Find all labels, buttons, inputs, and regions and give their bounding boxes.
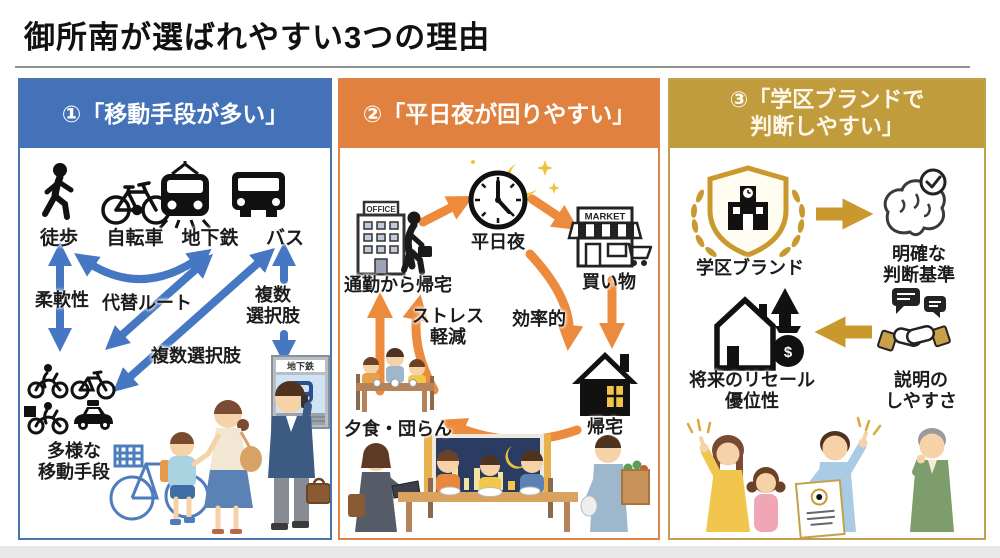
brand-dad [794,416,882,538]
handshake-icon [877,288,951,352]
panel-brand-title: ③「学区ブランドで 判断しやすい」 [729,87,925,139]
commute-label: 通勤から帰宅 [344,275,452,295]
mode-label-bus: バス [265,228,305,249]
panel-weeknight-body: OFFICE [340,148,658,538]
market-icon: MARKET [567,206,643,268]
panel-transport: ①「移動手段が多い」 [18,78,332,540]
illustration-boy [160,432,211,525]
title-underline [15,66,970,68]
cycle-arrows [366,194,626,445]
page-title: 御所南が選ばれやすい3つの理由 [24,20,491,55]
panel-weeknight: ②「平日夜が回りやすい」 OFFICE [338,78,660,540]
market-sign-text: MARKET [585,212,626,223]
panel-weeknight-header: ②「平日夜が回りやすい」 [340,80,658,148]
diverse-modes-label: 多様な 移動手段 [38,441,110,483]
evening-dinner-illustration [348,434,650,532]
multi-choice-right-label: 複数 選択肢 [246,285,300,327]
money-bag-symbol: $ [784,344,793,361]
panel-transport-body: 地下鉄 [20,148,330,538]
weeknight-art: OFFICE [348,160,653,532]
brand-grandpa [910,428,954,532]
efficient-label: 効率的 [512,309,566,329]
subway-sign-text: 地下鉄 [287,361,315,372]
arrow-multi-choice-long [113,248,275,392]
illustration-mom [204,400,262,534]
panel-brand-header: ③「学区ブランドで 判断しやすい」 [670,80,984,148]
arrow-night-to-home [525,249,584,351]
bicycle-icon [101,181,171,225]
weeknight-clock-icon [468,160,560,230]
resale-label: 将来のリセール 優位性 [689,370,815,412]
office-sign-text: OFFICE [366,205,396,214]
panel-brand: ③「学区ブランドで 判断しやすい」 [668,78,986,540]
bus-icon [232,172,285,217]
taxi-icon [74,400,113,430]
panel-transport-title: ①「移動手段が多い」 [61,100,289,127]
commuter-icon [401,211,432,275]
panel-weeknight-title: ②「平日夜が回りやすい」 [362,100,636,127]
home-house-icon [572,352,638,416]
brand-label: 学区ブランド [696,258,804,278]
shopping-cart-icon [622,242,653,266]
alt-route-label: 代替ルート [102,293,192,313]
laurel-wreath [690,189,806,258]
mode-label-subway: 地下鉄 [181,228,239,249]
explain-label: 説明の しやすさ [885,370,957,412]
family-walking-illustration [109,381,330,534]
school-brand-shield-icon [690,165,806,258]
home-label: 帰宅 [587,417,623,437]
delivery-scooter-icon [24,402,69,435]
night-label: 平日夜 [471,232,525,252]
arrow-stress-relief [402,294,439,395]
office-icon: OFFICE [356,200,406,276]
brand-mom [686,418,750,532]
brand-family-illustration [686,416,954,538]
brand-art: $ [686,165,954,538]
multi-choice-center-label: 複数選択肢 [151,346,241,366]
mode-label-walk: 徒歩 [39,228,79,249]
stress-label: ストレス 軽減 [412,306,484,348]
arrow-night-to-shopping [527,194,579,231]
criteria-label: 明確な 判断基準 [883,244,955,286]
transport-arrows [48,242,296,392]
shopping-label: 買い物 [582,272,636,292]
mode-label-bicycle: 自転車 [106,228,164,249]
arrow-commute-to-night [418,196,474,227]
dinner-dad [580,435,650,532]
footer-strip [0,546,1000,558]
flexibility-label: 柔軟性 [35,290,89,310]
small-dinner-scene [356,348,434,412]
small-bicycle-icon [70,370,116,400]
brand-girl [746,467,786,532]
illustration-dad [268,381,330,530]
scooter-icon [27,364,69,399]
certificate [794,479,846,538]
subway-train-icon [158,161,212,229]
panel-brand-body: $ [670,148,984,538]
dinner-mom [348,443,421,532]
walker-icon [42,163,74,220]
resale-house-icon: $ [714,288,804,371]
brain-check-icon [883,168,947,237]
transport-art: 地下鉄 [24,161,330,534]
panel-transport-header: ①「移動手段が多い」 [20,80,330,148]
dinner-label: 夕食・団らん [344,419,452,439]
